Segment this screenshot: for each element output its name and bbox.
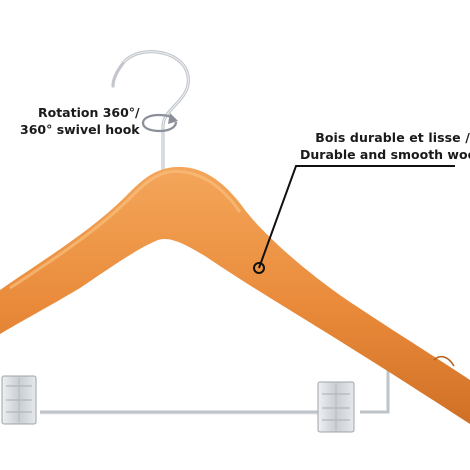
wood-label-line1: Bois durable et lisse / [315,130,470,145]
hanger-notch [438,349,458,366]
right-clip [317,381,355,433]
swivel-label-line2: 360° swivel hook [20,122,140,137]
swivel-label-line1: Rotation 360°/ [37,105,140,120]
wood-label-line2: Durable and smooth wood [300,147,470,162]
wooden-hanger-body [0,166,470,425]
wood-callout [253,165,455,274]
trouser-bar [40,360,390,414]
swivel-hook-label: Rotation 360°/ 360° swivel hook [20,104,140,138]
callout-dot [253,262,265,274]
left-clip [1,375,37,425]
wood-quality-label: Bois durable et lisse / Durable and smoo… [300,129,470,163]
swivel-arrow-icon [141,113,178,133]
